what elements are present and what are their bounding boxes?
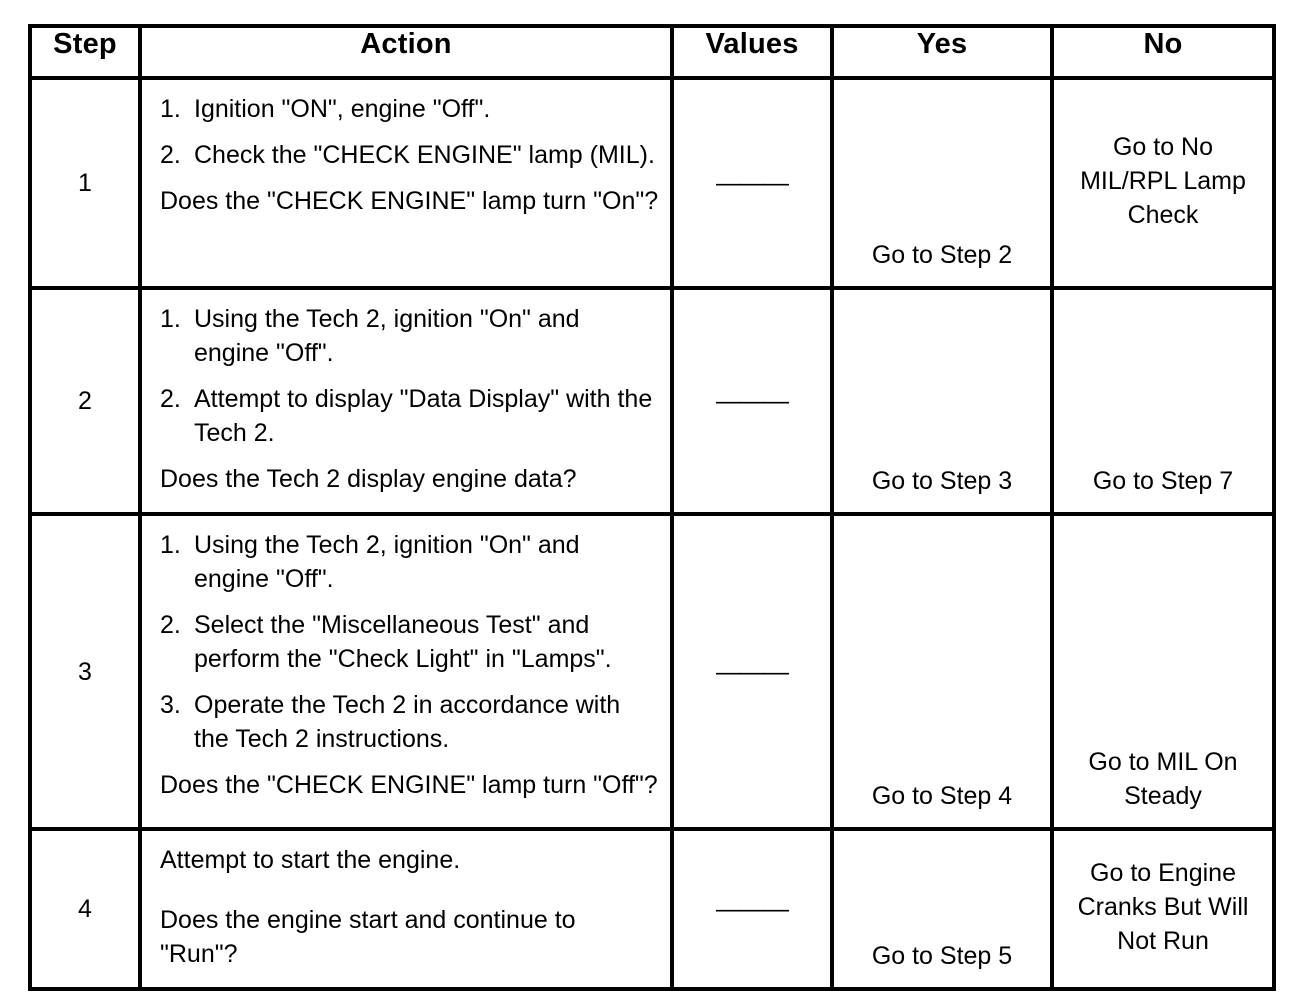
step-number: 1 [28,76,142,290]
action-question: Does the engine start and continue to "R… [160,906,576,968]
table-header-row: Step Action Values Yes No [28,24,1276,80]
action-step-text: Select the "Miscellaneous Test" and perf… [194,611,612,673]
table-body: 1 1. Ignition "ON", engine "Off". 2. Che… [28,76,1276,991]
action-step-marker: 2. [160,385,181,413]
table-row: 1 1. Ignition "ON", engine "Off". 2. Che… [28,76,1276,290]
step-number: 4 [28,827,142,991]
action-step-text: Ignition "ON", engine "Off". [194,95,491,123]
action-cell: 1. Using the Tech 2, ignition "On" and e… [138,512,674,831]
values-cell: ——— [670,76,834,290]
table-row: 3 1. Using the Tech 2, ignition "On" and… [28,512,1276,831]
action-cell: 1. Using the Tech 2, ignition "On" and e… [138,286,674,516]
action-step-marker: 2. [160,611,181,639]
action-step-marker: 1. [160,305,181,333]
action-cell: 1. Ignition "ON", engine "Off". 2. Check… [138,76,674,290]
no-result-cell: Go to Step 7 [1050,286,1276,516]
action-step-list: 1. Ignition "ON", engine "Off". 2. Check… [160,92,660,172]
column-header-yes: Yes [830,24,1054,80]
action-step-item: 2. Select the "Miscellaneous Test" and p… [160,608,660,676]
action-step-text: Attempt to display "Data Display" with t… [194,385,653,447]
column-header-values: Values [670,24,834,80]
no-result-cell: Go to MIL On Steady [1050,512,1276,831]
values-cell: ——— [670,512,834,831]
column-header-no: No [1050,24,1276,80]
action-step-text: Using the Tech 2, ignition "On" and engi… [194,531,580,593]
action-step-marker: 1. [160,95,181,123]
column-header-action: Action [138,24,674,80]
action-question: Does the Tech 2 display engine data? [160,465,577,493]
action-step-item: 1. Using the Tech 2, ignition "On" and e… [160,302,660,370]
table-row: 4 Attempt to start the engine. Does the … [28,827,1276,991]
action-step-list: 1. Using the Tech 2, ignition "On" and e… [160,302,660,450]
table-header: Step Action Values Yes No [28,24,1276,80]
step-number: 3 [28,512,142,831]
no-result-cell: Go to Engine Cranks But Will Not Run [1050,827,1276,991]
action-step-text: Check the "CHECK ENGINE" lamp (MIL). [194,141,655,169]
table-row: 2 1. Using the Tech 2, ignition "On" and… [28,286,1276,516]
diagnostic-table: Step Action Values Yes No 1 1. Ignition … [28,24,1276,991]
action-question: Does the "CHECK ENGINE" lamp turn "On"? [160,187,659,215]
action-statement: Attempt to start the engine. [160,846,461,874]
values-cell: ——— [670,827,834,991]
action-step-item: 2. Attempt to display "Data Display" wit… [160,382,660,450]
action-step-text: Using the Tech 2, ignition "On" and engi… [194,305,580,367]
action-step-marker: 3. [160,691,181,719]
column-header-step: Step [28,24,142,80]
action-question: Does the "CHECK ENGINE" lamp turn "Off"? [160,771,658,799]
action-step-marker: 2. [160,141,181,169]
step-number: 2 [28,286,142,516]
no-result-cell: Go to No MIL/RPL Lamp Check [1050,76,1276,290]
action-cell: Attempt to start the engine. Does the en… [138,827,674,991]
action-step-marker: 1. [160,531,181,559]
action-step-list: 1. Using the Tech 2, ignition "On" and e… [160,528,660,756]
action-step-item: 1. Using the Tech 2, ignition "On" and e… [160,528,660,596]
action-step-item: 3. Operate the Tech 2 in accordance with… [160,688,660,756]
values-cell: ——— [670,286,834,516]
yes-result-cell: Go to Step 2 [830,76,1054,290]
action-step-item: 2. Check the "CHECK ENGINE" lamp (MIL). [160,138,660,172]
action-step-item: 1. Ignition "ON", engine "Off". [160,92,660,126]
yes-result-cell: Go to Step 3 [830,286,1054,516]
action-step-text: Operate the Tech 2 in accordance with th… [194,691,621,753]
yes-result-cell: Go to Step 5 [830,827,1054,991]
yes-result-cell: Go to Step 4 [830,512,1054,831]
